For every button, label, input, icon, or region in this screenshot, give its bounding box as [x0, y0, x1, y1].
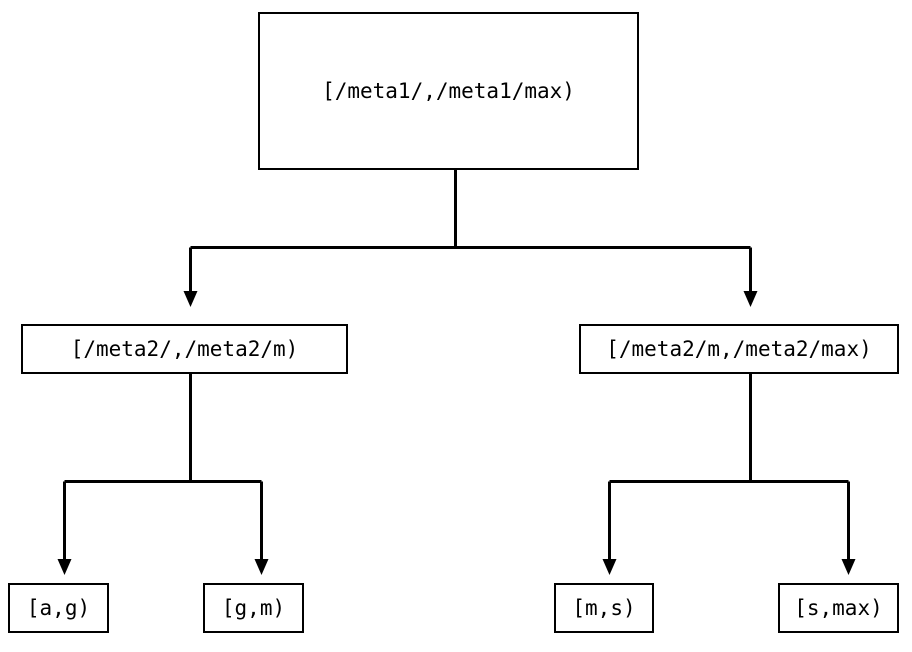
- node-leaf-a-g[interactable]: [a,g): [8, 583, 109, 633]
- node-mid-left[interactable]: [/meta2/,/meta2/m): [21, 324, 348, 374]
- arrowhead-mid-left: [183, 291, 198, 307]
- node-leaf-s-max[interactable]: [s,max): [778, 583, 899, 633]
- arrowhead-leaf-ag: [57, 559, 72, 575]
- node-leaf-m-s[interactable]: [m,s): [554, 583, 654, 633]
- node-leaf-g-m[interactable]: [g,m): [203, 583, 304, 633]
- node-mid-right[interactable]: [/meta2/m,/meta2/max): [579, 324, 899, 374]
- arrowhead-leaf-ms: [602, 559, 617, 575]
- arrowhead-leaf-smax: [841, 559, 856, 575]
- arrowhead-mid-right: [743, 291, 758, 307]
- arrowhead-leaf-gm: [254, 559, 269, 575]
- node-root[interactable]: [/meta1/,/meta1/max): [258, 12, 639, 170]
